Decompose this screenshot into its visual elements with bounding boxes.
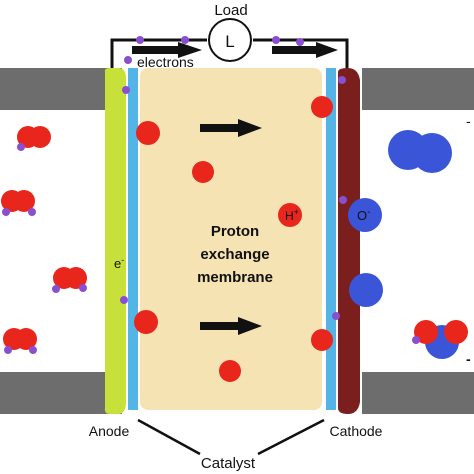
hydrogen-ion — [311, 329, 333, 351]
hydrogen-ion-labeled — [278, 203, 302, 227]
electrons-label: electrons — [137, 54, 194, 70]
cathode-gas-channel-top — [362, 68, 474, 110]
electron-particle — [339, 196, 347, 204]
load-label: Load — [214, 2, 247, 19]
electron-particle — [136, 36, 144, 44]
hydrogen-ion — [134, 310, 158, 334]
anode-catalyst-layer — [128, 68, 138, 410]
oxygen-ion — [349, 273, 383, 307]
hydrogen-ion-charge: + — [294, 207, 299, 217]
electron-particle — [332, 312, 340, 320]
catalyst-pointer-line — [137, 418, 201, 456]
hydrogen-ion-symbol: H — [285, 209, 294, 223]
hydrogen-ion-label: H+ — [285, 207, 299, 223]
cathode-electrode — [338, 68, 360, 414]
electron-charge: - — [121, 255, 124, 265]
anode-gas-channel-top — [0, 68, 122, 110]
membrane-label-line3: membrane — [197, 269, 273, 286]
proton-flow-arrow-top — [200, 119, 262, 137]
load-symbol — [208, 18, 252, 62]
electron-particle — [120, 296, 128, 304]
cathode-catalyst-layer — [326, 68, 336, 410]
catalyst-pointer-line — [257, 418, 325, 456]
oxygen-ion-charge: - — [367, 207, 370, 218]
membrane-label-line1: Proton — [211, 223, 259, 240]
hydrogen-ion — [136, 121, 160, 145]
anode-gas-channel-bottom — [0, 372, 122, 414]
oxygen-ion-symbol: O — [357, 208, 367, 223]
electron-particle — [338, 76, 346, 84]
edge-mark: - — [466, 113, 471, 129]
electron-symbol: e — [114, 256, 121, 271]
hydrogen-molecule — [52, 267, 87, 293]
water-hydrogen-atom — [414, 320, 438, 344]
anode-electrode — [104, 68, 126, 414]
hydrogen-ion — [219, 360, 241, 382]
proton-flow-arrow-bottom — [200, 317, 262, 335]
anode-label: Anode — [89, 423, 130, 439]
electron-flow-arrow-right — [272, 42, 338, 58]
electron-particle — [296, 38, 304, 46]
edge-mark: - — [466, 351, 471, 367]
water-hydrogen-atom — [444, 320, 468, 344]
membrane-label-line2: exchange — [200, 246, 269, 263]
hydrogen-ion — [192, 161, 214, 183]
oxygen-molecule-atom — [412, 133, 452, 173]
oxygen-ion-labeled — [348, 198, 382, 232]
electron-particle — [181, 36, 189, 44]
electron-particle — [272, 36, 280, 44]
hydrogen-molecule — [3, 328, 37, 354]
cathode-label: Cathode — [330, 423, 383, 439]
external-circuit-wire-right — [253, 38, 349, 72]
external-circuit-wire — [110, 38, 207, 72]
catalyst-label: Catalyst — [201, 455, 256, 472]
electron-particle — [124, 56, 132, 64]
electron-flow-arrow-left — [132, 42, 202, 58]
proton-exchange-membrane — [140, 68, 322, 410]
hydrogen-molecule — [1, 190, 36, 216]
oxygen-ion-label: O- — [357, 207, 370, 223]
hydrogen-ion — [311, 96, 333, 118]
hydrogen-molecule — [17, 126, 51, 151]
electron-label: e- — [114, 255, 124, 271]
load-symbol-letter: L — [225, 32, 234, 51]
electron-particle — [412, 336, 420, 344]
electron-particle — [122, 86, 130, 94]
cathode-gas-channel-bottom — [362, 372, 474, 414]
